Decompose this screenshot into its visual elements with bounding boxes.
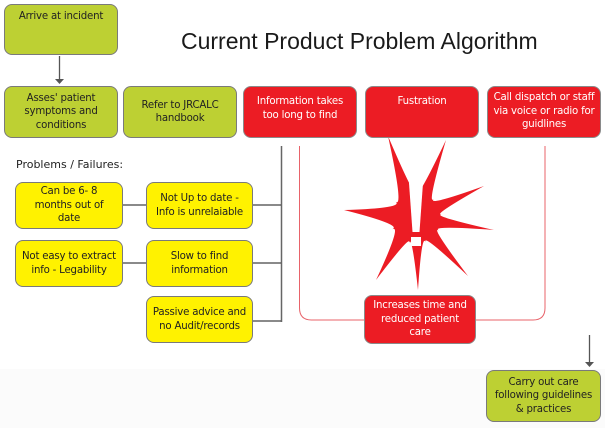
failure-box: Slow to find information: [146, 240, 253, 287]
exclamation-bar: [409, 183, 423, 232]
failure-box: Not easy to extract info - Legability: [15, 240, 123, 287]
start-step-label: Arrive at incident: [18, 11, 104, 22]
failure-label: Passive advice and no Audit/records: [152, 307, 247, 332]
failure-box: Passive advice and no Audit/records: [146, 296, 253, 343]
step-frustration-label: Fustration: [397, 96, 447, 107]
step-refer-box: Refer to JRCALC handbook: [123, 86, 237, 138]
step-info-slow-label: Information takes too long to find: [256, 96, 344, 121]
failure-box: Not Up to date - Info is unrelaiable: [146, 182, 253, 229]
step-call-dispatch-box: Call dispatch or staff via voice or radi…: [487, 86, 601, 138]
diagram-title: Current Product Problem Algorithm: [181, 28, 538, 54]
exclamation-starburst-icon: [344, 136, 494, 290]
problems-heading: Problems / Failures:: [16, 158, 124, 171]
failure-label: Can be 6- 8 months out of date: [34, 186, 104, 225]
step-frustration-box: Fustration: [365, 86, 479, 138]
start-step-box: Arrive at incident: [4, 4, 118, 55]
arrowhead-to-end: [585, 362, 594, 367]
outcome-box: Increases time and reduced patient care: [364, 295, 476, 344]
step-info-slow-box: Information takes too long to find: [243, 86, 357, 138]
step-refer-label: Refer to JRCALC handbook: [141, 99, 219, 125]
step-call-dispatch-label: Call dispatch or staff via voice or radi…: [493, 92, 595, 130]
step-assess-box: Asses' patient symptoms and conditions: [4, 86, 118, 138]
outcome-label: Increases time and reduced patient care: [373, 300, 467, 339]
arrowhead-start-to-assess: [55, 79, 64, 84]
failure-label: Not Up to date - Info is unrelaiable: [156, 193, 243, 218]
step-assess-label: Asses' patient symptoms and conditions: [24, 92, 98, 131]
failure-label: Slow to find information: [170, 251, 229, 276]
failure-label: Not easy to extract info - Legability: [22, 251, 116, 276]
end-step-box: Carry out care following guidelines & pr…: [486, 370, 601, 422]
end-step-label: Carry out care following guidelines & pr…: [494, 376, 593, 415]
failure-box: Can be 6- 8 months out of date: [15, 182, 123, 229]
exclamation-dot: [411, 237, 421, 246]
